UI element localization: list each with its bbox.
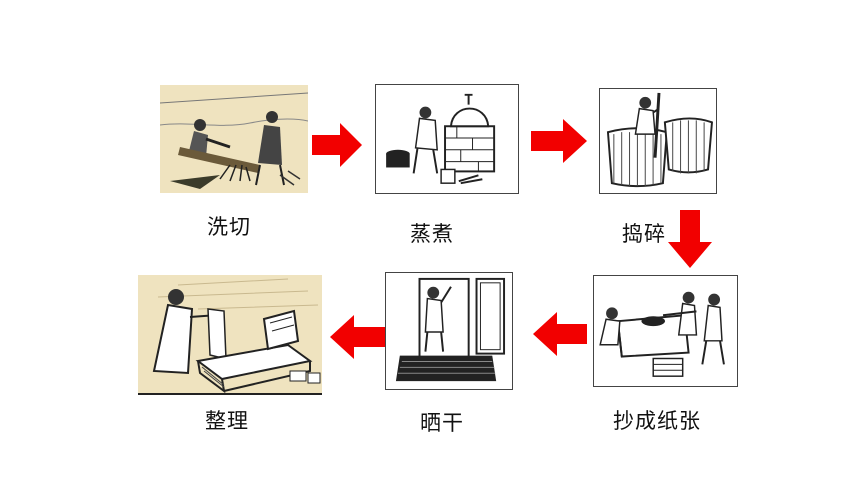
arrow-right-icon [312, 123, 362, 167]
arrow-left-icon [330, 315, 385, 359]
arrow-down-icon [668, 210, 712, 268]
step-4-illustration [593, 275, 738, 387]
step-1-illustration [160, 85, 308, 193]
forming-sheets-scene-icon [599, 291, 725, 377]
washing-cutting-scene-icon [160, 85, 308, 193]
step-2-illustration [375, 84, 519, 194]
step-6-illustration [138, 275, 322, 395]
arrow-right-icon [531, 119, 587, 163]
sorting-scene-icon [138, 275, 322, 395]
step-label-wash-cut: 洗切 [207, 215, 251, 239]
drying-scene-icon [395, 277, 506, 382]
pounding-scene-icon [606, 92, 714, 188]
step-3-illustration [599, 88, 717, 194]
step-label-dry: 晒干 [420, 411, 464, 435]
step-label-form-sheets: 抄成纸张 [613, 409, 701, 433]
step-label-pound: 捣碎 [622, 222, 666, 246]
steaming-boiling-scene-icon [386, 93, 496, 185]
step-5-illustration [385, 272, 513, 390]
step-label-sort: 整理 [205, 409, 249, 433]
step-label-steam-boil: 蒸煮 [410, 222, 454, 246]
arrow-left-icon [533, 312, 587, 356]
